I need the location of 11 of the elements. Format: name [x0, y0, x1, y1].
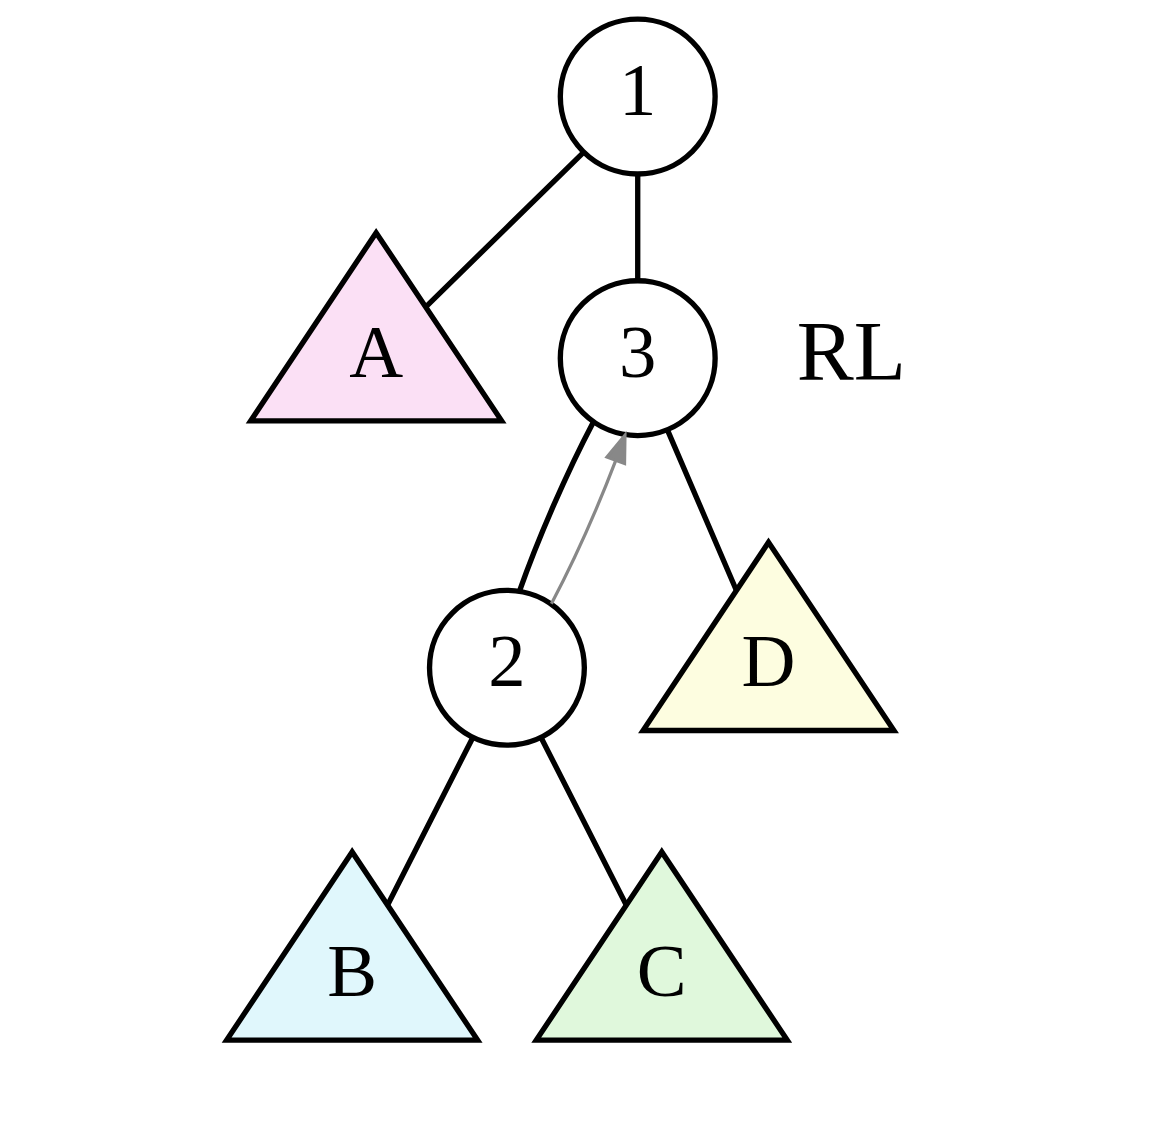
connector — [423, 150, 585, 309]
node-circle: 3 — [557, 278, 718, 439]
node-circle: 1 — [557, 16, 718, 177]
connector — [516, 421, 595, 592]
connector — [385, 736, 475, 906]
connector — [634, 174, 640, 281]
label: RL — [796, 303, 906, 398]
node-circle: 2 — [426, 587, 587, 748]
arrow — [549, 430, 627, 605]
connector — [538, 736, 628, 906]
connector — [664, 428, 739, 591]
